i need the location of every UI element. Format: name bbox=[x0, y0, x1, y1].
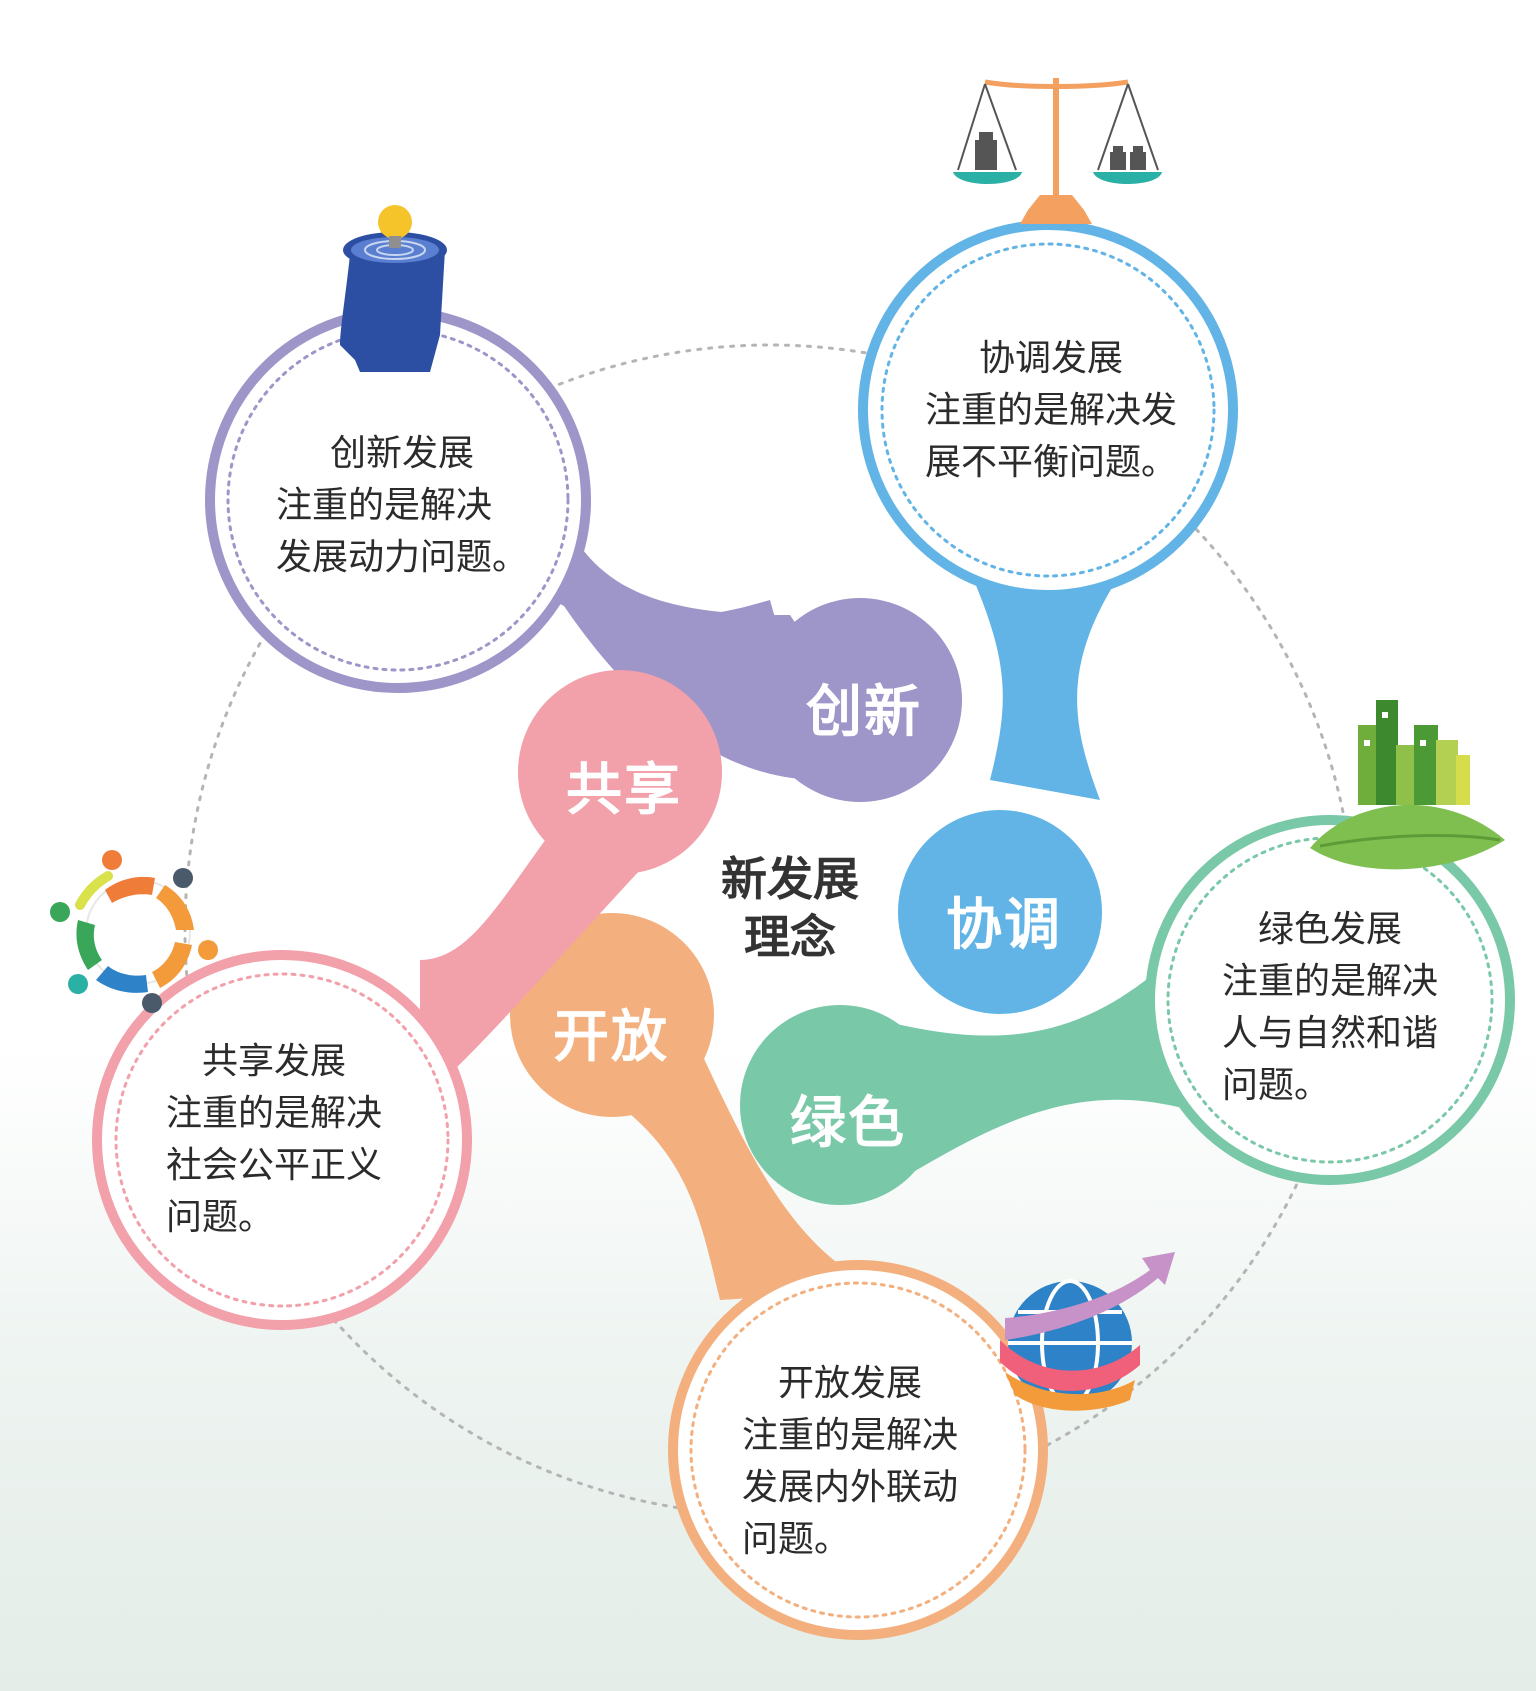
sharing-description-line-3: 社会公平正义 bbox=[166, 1145, 383, 1186]
innovation-pill bbox=[758, 598, 962, 802]
innovation-description-line-3: 发展动力问题。 bbox=[276, 537, 529, 578]
openness-description-line-2: 注重的是解决 bbox=[742, 1415, 959, 1456]
openness-label: 开放 bbox=[553, 1005, 669, 1070]
coordination-description: 协调发展 注重的是解决发 展不平衡问题。 bbox=[925, 333, 1177, 489]
sharing-description-line-4: 问题。 bbox=[166, 1197, 275, 1238]
green-circle bbox=[1145, 815, 1515, 1185]
sharing-description-line-2: 注重的是解决 bbox=[166, 1093, 383, 1134]
openness-description-line-1: 开放发展 bbox=[778, 1363, 923, 1404]
coordination-description-line-1: 协调发展 bbox=[979, 338, 1124, 379]
green-description-line-3: 人与自然和谐 bbox=[1222, 1013, 1439, 1054]
openness-circle bbox=[668, 1260, 1048, 1640]
coordination-description-line-3: 展不平衡问题。 bbox=[925, 442, 1178, 483]
sharing-description-line-1: 共享发展 bbox=[202, 1041, 347, 1082]
sharing-description: 共享发展 注重的是解决 社会公平正义 问题。 bbox=[166, 1036, 382, 1244]
green-branch bbox=[880, 960, 1190, 1180]
green-description-line-4: 问题。 bbox=[1222, 1065, 1331, 1106]
center-title: 新发展 理念 bbox=[700, 850, 880, 966]
center-title-line-2: 理念 bbox=[744, 910, 836, 964]
center-title-line-1: 新发展 bbox=[721, 852, 859, 906]
green-description-line-1: 绿色发展 bbox=[1258, 909, 1403, 950]
coordination-pill bbox=[898, 810, 1102, 1014]
sharing-circle bbox=[92, 950, 472, 1330]
leaf-city-icon bbox=[1310, 700, 1505, 870]
green-pill bbox=[740, 1005, 940, 1205]
balance-scale-icon bbox=[953, 78, 1162, 224]
coordination-branch bbox=[965, 560, 1130, 800]
lightbulb-head-maze-icon bbox=[340, 205, 447, 372]
innovation-label: 创新 bbox=[806, 680, 922, 745]
sharing-label: 共享 bbox=[566, 758, 682, 823]
coordination-description-line-2: 注重的是解决发 bbox=[925, 390, 1178, 431]
innovation-description-line-2: 注重的是解决 bbox=[276, 485, 493, 526]
green-description-line-2: 注重的是解决 bbox=[1222, 961, 1439, 1002]
green-label: 绿色 bbox=[790, 1091, 906, 1156]
innovation-branch bbox=[510, 430, 820, 780]
innovation-description: 创新发展 注重的是解决 发展动力问题。 bbox=[276, 428, 528, 584]
openness-description-line-3: 发展内外联动 bbox=[742, 1467, 959, 1508]
coordination-circle bbox=[858, 220, 1238, 600]
openness-branch bbox=[580, 1050, 880, 1300]
people-circle-icon bbox=[50, 850, 218, 1013]
coordination-label: 协调 bbox=[946, 893, 1062, 958]
sharing-branch bbox=[420, 820, 640, 1100]
innovation-description-line-1: 创新发展 bbox=[330, 433, 475, 474]
openness-pill bbox=[510, 913, 714, 1117]
sharing-pill bbox=[518, 670, 722, 874]
openness-description-line-4: 问题。 bbox=[742, 1519, 851, 1560]
openness-description: 开放发展 注重的是解决 发展内外联动 问题。 bbox=[742, 1358, 958, 1566]
green-description: 绿色发展 注重的是解决 人与自然和谐 问题。 bbox=[1222, 904, 1438, 1112]
globe-arrow-icon bbox=[1000, 1252, 1175, 1411]
